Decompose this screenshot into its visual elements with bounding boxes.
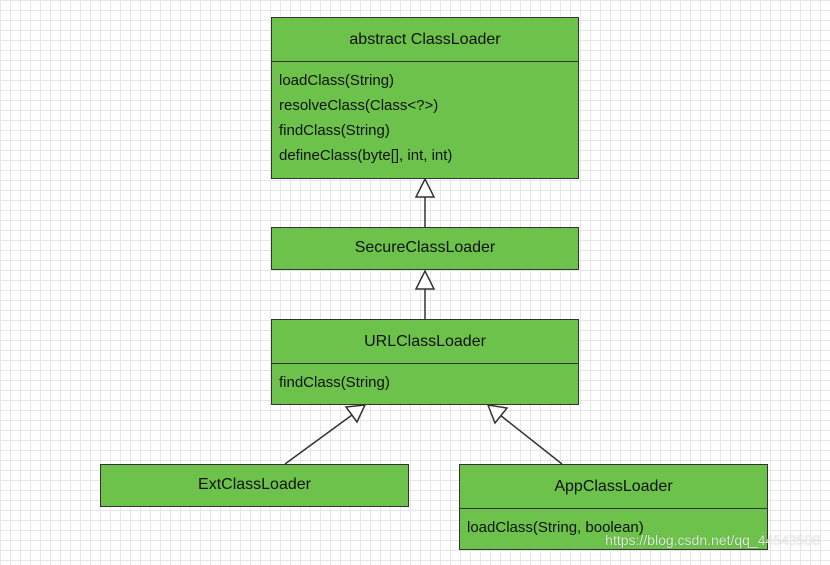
method-resolveclass: resolveClass(Class<?>) [279, 97, 439, 114]
inheritance-arrow-app-to-url [486, 404, 509, 425]
class-methods-urlclassloader: findClass(String) [272, 363, 578, 395]
class-methods-appclassloader: loadClass(String, boolean) [460, 508, 767, 540]
method-loadclass-boolean: loadClass(String, boolean) [467, 519, 644, 536]
watermark-text: https://blog.csdn.net/qq_44543508 [605, 532, 820, 548]
class-name-extclassloader: ExtClassLoader [198, 476, 311, 493]
class-box-classloader[interactable]: abstract ClassLoader loadClass(String) r… [271, 17, 579, 179]
class-box-urlclassloader[interactable]: URLClassLoader findClass(String) [271, 319, 579, 405]
class-name-secureclassloader: SecureClassLoader [354, 239, 496, 256]
class-box-appclassloader[interactable]: AppClassLoader loadClass(String, boolean… [459, 464, 768, 550]
class-name-classloader: abstract ClassLoader [349, 30, 501, 48]
inheritance-arrow-url-to-secure [414, 269, 436, 290]
method-defineclass: defineClass(byte[], int, int) [279, 147, 453, 164]
class-name-appclassloader: AppClassLoader [554, 477, 673, 495]
method-findclass: findClass(String) [279, 374, 390, 391]
method-findclass: findClass(String) [279, 122, 390, 139]
inheritance-line-ext-to-url [284, 414, 353, 465]
class-name-urlclassloader: URLClassLoader [364, 332, 486, 350]
class-methods-classloader: loadClass(String) resolveClass(Class<?>)… [272, 61, 578, 168]
inheritance-arrow-secure-to-classloader [414, 177, 436, 198]
class-box-secureclassloader[interactable]: SecureClassLoader [271, 227, 579, 270]
class-box-extclassloader[interactable]: ExtClassLoader [100, 464, 409, 507]
inheritance-line-app-to-url [499, 414, 563, 465]
inheritance-arrow-ext-to-url [344, 404, 367, 424]
method-loadclass: loadClass(String) [279, 72, 395, 89]
